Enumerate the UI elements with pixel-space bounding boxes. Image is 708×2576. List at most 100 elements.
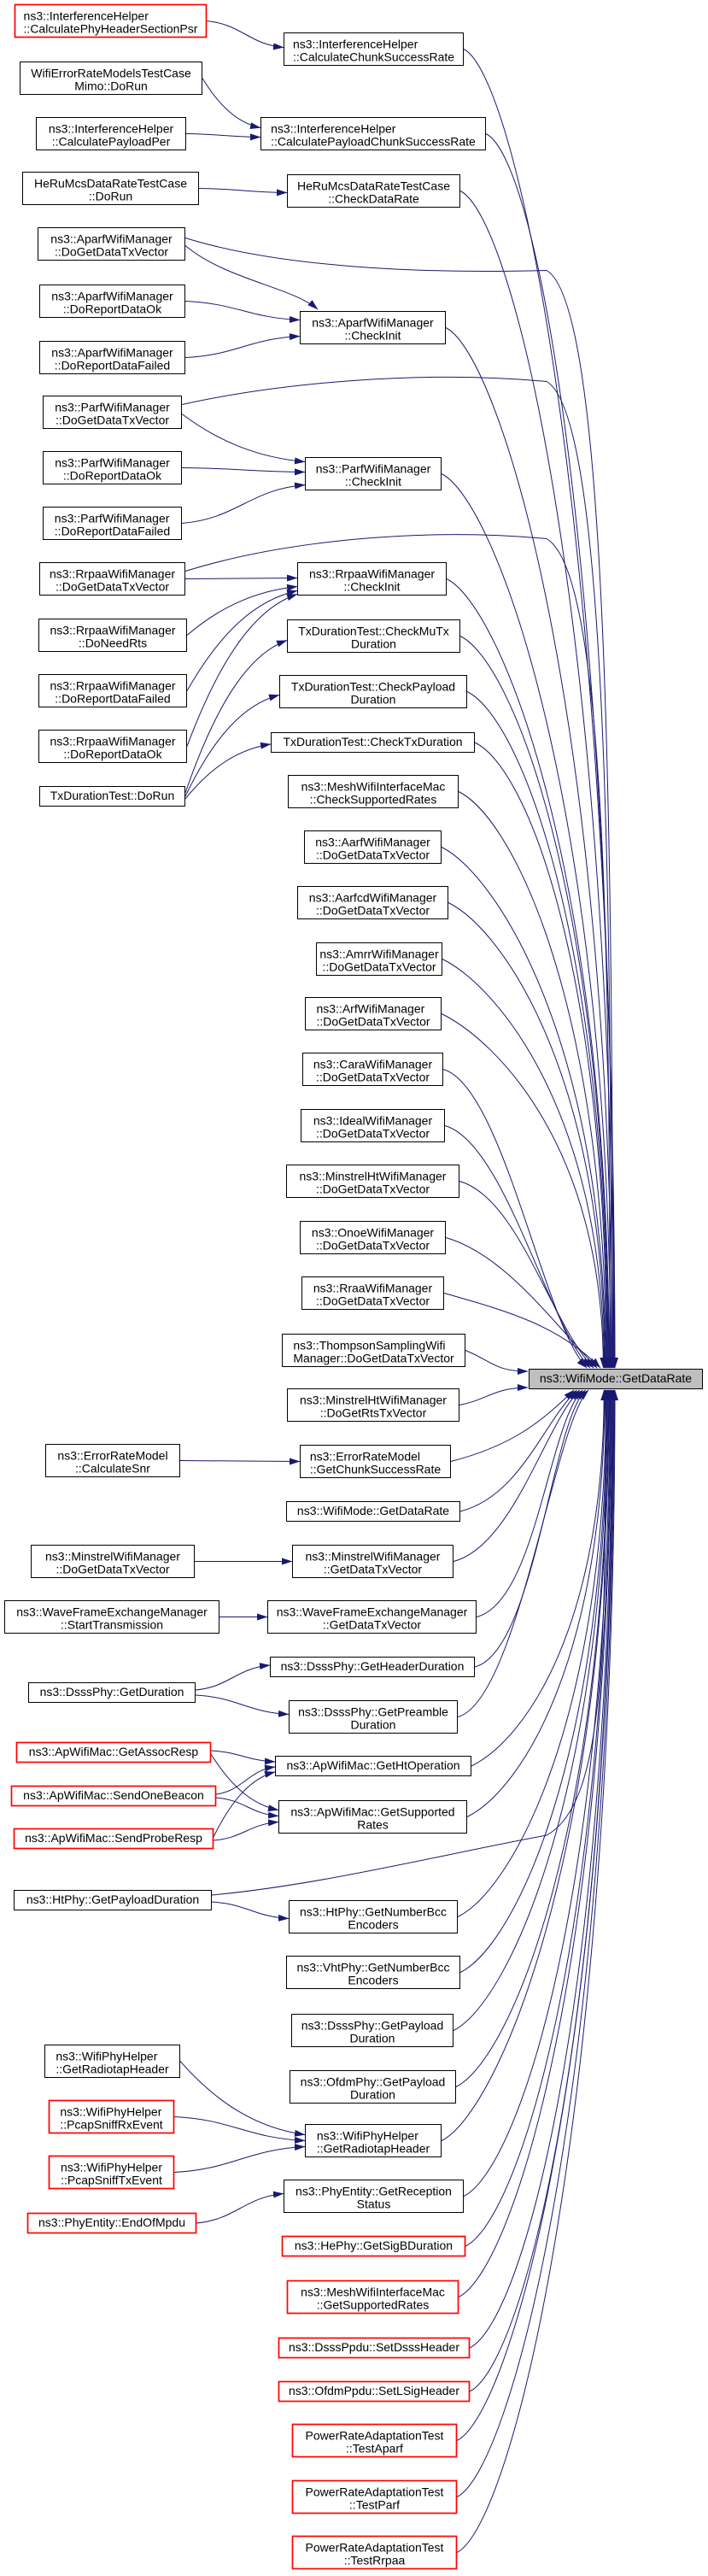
svg-text:ns3::RrpaaWifiManager: ns3::RrpaaWifiManager [50,678,175,692]
svg-text:::CalculatePayloadPer: ::CalculatePayloadPer [52,134,171,148]
svg-text:ns3::WifiPhyHelper: ns3::WifiPhyHelper [317,2128,418,2142]
svg-text:::CheckDataRate: ::CheckDataRate [328,191,419,205]
svg-text:ns3::OfdmPpdu::SetLSigHeader: ns3::OfdmPpdu::SetLSigHeader [289,2384,459,2397]
svg-text:ns3::WifiPhyHelper: ns3::WifiPhyHelper [60,2104,161,2118]
svg-text:ns3::MeshWifiInterfaceMac: ns3::MeshWifiInterfaceMac [301,2285,445,2298]
svg-text:ns3::AmrrWifiManager: ns3::AmrrWifiManager [319,947,439,960]
svg-text:ns3::MinstrelWifiManager: ns3::MinstrelWifiManager [306,1549,441,1563]
svg-text:::PcapSniffTxEvent: ::PcapSniffTxEvent [61,2173,162,2186]
svg-text:ns3::WifiPhyHelper: ns3::WifiPhyHelper [61,2160,162,2174]
svg-text:::DoReportDataOk: ::DoReportDataOk [63,302,162,315]
svg-text:::DoNeedRts: ::DoNeedRts [79,636,147,649]
svg-text:ns3::RrpaaWifiManager: ns3::RrpaaWifiManager [309,566,435,580]
svg-text:Encoders: Encoders [348,1917,398,1931]
svg-text:::TestRrpaa: ::TestRrpaa [344,2553,406,2567]
svg-text:PowerRateAdaptationTest: PowerRateAdaptationTest [306,2485,444,2498]
svg-text:::GetDataTxVector: ::GetDataTxVector [323,1617,421,1631]
svg-text:ns3::DsssPhy::GetPreamble: ns3::DsssPhy::GetPreamble [298,1705,448,1718]
svg-text:::DoReportDataFailed: ::DoReportDataFailed [55,691,170,705]
svg-text:Duration: Duration [350,2031,395,2045]
svg-text:Duration: Duration [351,1717,396,1731]
svg-text:ns3::DsssPhy::GetPayload: ns3::DsssPhy::GetPayload [301,2018,444,2032]
svg-text:::DoGetDataTxVector: ::DoGetDataTxVector [316,1014,430,1028]
svg-text:ns3::VhtPhy::GetNumberBcc: ns3::VhtPhy::GetNumberBcc [297,1960,450,1974]
svg-text:ns3::OfdmPhy::GetPayload: ns3::OfdmPhy::GetPayload [301,2074,446,2088]
svg-text:ns3::WifiMode::GetDataRate: ns3::WifiMode::GetDataRate [540,1371,692,1385]
svg-text:::CalculateChunkSuccessRate: ::CalculateChunkSuccessRate [293,50,454,63]
svg-text:ns3::ArfWifiManager: ns3::ArfWifiManager [316,1001,424,1015]
svg-text:Rates: Rates [357,1817,389,1831]
svg-text:::DoReportDataOk: ::DoReportDataOk [63,747,162,760]
svg-text:::DoGetDataTxVector: ::DoGetDataTxVector [316,848,430,861]
svg-text:ns3::InterferenceHelper: ns3::InterferenceHelper [24,9,149,22]
svg-text:Duration: Duration [351,692,396,706]
svg-text:ns3::ParfWifiManager: ns3::ParfWifiManager [55,400,170,414]
svg-text:::PcapSniffRxEvent: ::PcapSniffRxEvent [60,2117,162,2131]
svg-text:ns3::AparfWifiManager: ns3::AparfWifiManager [312,315,434,329]
svg-text:Encoders: Encoders [348,1973,398,1986]
svg-text:::GetRadiotapHeader: ::GetRadiotapHeader [317,2141,430,2155]
svg-text:::CheckInit: ::CheckInit [344,328,401,342]
svg-text:::DoGetDataTxVector: ::DoGetDataTxVector [316,1294,430,1307]
svg-text:HeRuMcsDataRateTestCase: HeRuMcsDataRateTestCase [34,176,187,190]
svg-text:::DoGetDataTxVector: ::DoGetDataTxVector [56,413,169,426]
svg-text:::DoRun: ::DoRun [89,189,132,202]
svg-text:ns3::WifiPhyHelper: ns3::WifiPhyHelper [56,2049,157,2063]
svg-text:TxDurationTest::DoRun: TxDurationTest::DoRun [50,789,175,802]
svg-text:::DoGetRtsTxVector: ::DoGetRtsTxVector [320,1405,427,1419]
svg-text:::DoGetDataTxVector: ::DoGetDataTxVector [56,579,169,593]
svg-text:WifiErrorRateModelsTestCase: WifiErrorRateModelsTestCase [31,66,191,79]
svg-text:ns3::ThompsonSamplingWifi: ns3::ThompsonSamplingWifi [293,1338,445,1352]
svg-text:ns3::HtPhy::GetPayloadDuration: ns3::HtPhy::GetPayloadDuration [26,1892,199,1906]
svg-text:PowerRateAdaptationTest: PowerRateAdaptationTest [306,2428,444,2442]
svg-text:ns3::MinstrelHtWifiManager: ns3::MinstrelHtWifiManager [300,1169,447,1182]
svg-text:::CalculatePayloadChunkSuccess: ::CalculatePayloadChunkSuccessRate [271,134,476,148]
svg-text:Duration: Duration [351,637,396,650]
svg-text:ns3::RrpaaWifiManager: ns3::RrpaaWifiManager [50,734,175,748]
svg-text:::DoGetDataTxVector: ::DoGetDataTxVector [316,903,430,917]
svg-text:ns3::RraaWifiManager: ns3::RraaWifiManager [313,1281,433,1294]
svg-text:ns3::AparfWifiManager: ns3::AparfWifiManager [51,345,173,359]
svg-text:ns3::HePhy::GetSigBDuration: ns3::HePhy::GetSigBDuration [295,2239,453,2252]
svg-text:ns3::PhyEntity::EndOfMpdu: ns3::PhyEntity::EndOfMpdu [38,2215,185,2229]
svg-text:ns3::ApWifiMac::GetSupported: ns3::ApWifiMac::GetSupported [290,1804,454,1818]
svg-text:Mimo::DoRun: Mimo::DoRun [74,79,148,92]
svg-text:ns3::AparfWifiManager: ns3::AparfWifiManager [51,289,173,302]
svg-text:Duration: Duration [350,2087,395,2101]
svg-text:TxDurationTest::CheckPayload: TxDurationTest::CheckPayload [291,679,455,693]
svg-text:::CheckInit: ::CheckInit [345,474,401,488]
svg-text:ns3::WaveFrameExchangeManager: ns3::WaveFrameExchangeManager [16,1605,208,1618]
svg-text:ns3::AarfcdWifiManager: ns3::AarfcdWifiManager [309,890,437,904]
svg-text:ns3::DsssPhy::GetDuration: ns3::DsssPhy::GetDuration [40,1685,184,1699]
svg-text:ns3::OnoeWifiManager: ns3::OnoeWifiManager [312,1225,435,1239]
svg-text:::CheckInit: ::CheckInit [343,579,400,593]
svg-text:Manager::DoGetDataTxVector: Manager::DoGetDataTxVector [293,1351,454,1364]
svg-text:HeRuMcsDataRateTestCase: HeRuMcsDataRateTestCase [297,179,450,192]
svg-text:::DoGetDataTxVector: ::DoGetDataTxVector [56,1562,169,1576]
svg-text:::DoGetDataTxVector: ::DoGetDataTxVector [55,244,168,258]
svg-text:ns3::ErrorRateModel: ns3::ErrorRateModel [310,1449,420,1463]
svg-text:::CheckSupportedRates: ::CheckSupportedRates [310,792,437,806]
svg-text:ns3::ApWifiMac::GetAssocResp: ns3::ApWifiMac::GetAssocResp [29,1745,199,1758]
svg-text:ns3::CaraWifiManager: ns3::CaraWifiManager [313,1057,433,1071]
svg-text:ns3::ParfWifiManager: ns3::ParfWifiManager [55,511,170,525]
svg-text:ns3::AparfWifiManager: ns3::AparfWifiManager [50,232,173,245]
svg-text:::DoReportDataFailed: ::DoReportDataFailed [55,358,170,372]
svg-text:ns3::DsssPhy::GetHeaderDuratio: ns3::DsssPhy::GetHeaderDuration [281,1659,465,1673]
svg-text:ns3::InterferenceHelper: ns3::InterferenceHelper [49,121,174,135]
svg-text:ns3::PhyEntity::GetReception: ns3::PhyEntity::GetReception [295,2184,452,2198]
svg-text:::GetChunkSuccessRate: ::GetChunkSuccessRate [310,1462,442,1476]
svg-text:ns3::ParfWifiManager: ns3::ParfWifiManager [55,455,170,469]
svg-text:ns3::MeshWifiInterfaceMac: ns3::MeshWifiInterfaceMac [301,779,446,793]
svg-text:::DoGetDataTxVector: ::DoGetDataTxVector [316,1238,430,1252]
svg-text:ns3::HtPhy::GetNumberBcc: ns3::HtPhy::GetNumberBcc [300,1904,447,1918]
svg-text:::TestParf: ::TestParf [349,2497,400,2511]
svg-text:::DoGetDataTxVector: ::DoGetDataTxVector [316,1126,430,1140]
svg-text:::DoGetDataTxVector: ::DoGetDataTxVector [322,959,436,973]
svg-text:ns3::ErrorRateModel: ns3::ErrorRateModel [57,1448,167,1462]
svg-text:::DoReportDataFailed: ::DoReportDataFailed [55,524,170,537]
svg-text:::DoGetDataTxVector: ::DoGetDataTxVector [316,1070,430,1083]
svg-text:ns3::DsssPpdu::SetDsssHeader: ns3::DsssPpdu::SetDsssHeader [289,2340,459,2354]
svg-text:ns3::InterferenceHelper: ns3::InterferenceHelper [293,37,418,50]
svg-text:ns3::AarfWifiManager: ns3::AarfWifiManager [315,835,430,848]
